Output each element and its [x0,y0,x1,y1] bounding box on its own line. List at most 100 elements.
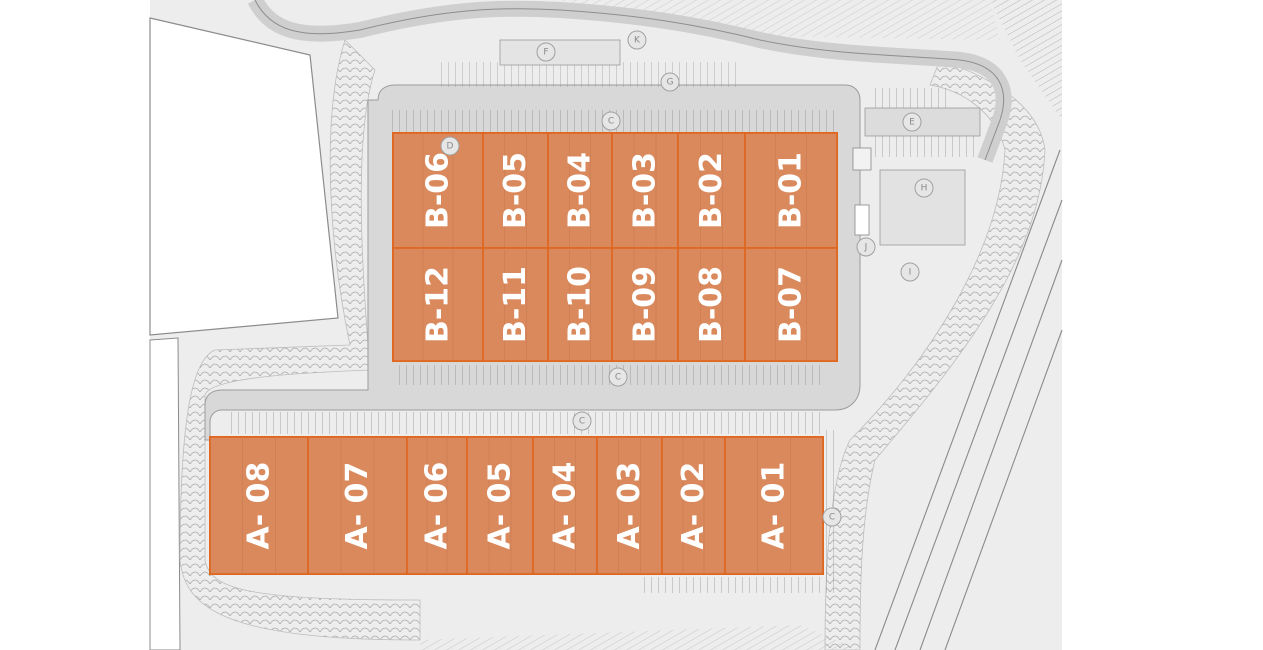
unit-a-08[interactable]: A- 08 [209,436,309,575]
unit-a-03[interactable]: A- 03 [596,436,663,575]
unit-cell[interactable] [744,132,838,249]
embankment-right [824,59,1046,650]
marker-k[interactable]: K [627,30,647,50]
unit-cell[interactable] [596,436,663,575]
unit-b-11[interactable]: B-11 [482,247,549,362]
parking-east-2 [875,135,975,157]
unit-b-05[interactable]: B-05 [482,132,549,249]
marker-circle [608,367,628,387]
unit-a-05[interactable]: A- 05 [466,436,534,575]
empty-lot [149,17,339,336]
terrain-hatch-bottom [420,625,860,650]
unit-b-01[interactable]: B-01 [744,132,838,249]
parking-a-bottom [640,577,840,593]
unit-a-07[interactable]: A- 07 [307,436,408,575]
marker-f[interactable]: F [536,42,556,62]
unit-label: B-07 [774,266,809,343]
marker-label: K [634,36,641,46]
unit-b-10[interactable]: B-10 [547,247,613,362]
marker-label: H [921,184,928,194]
marker-g[interactable]: G [660,72,680,92]
marker-d[interactable]: D [440,136,460,156]
marker-circle [914,178,934,198]
unit-label: A- 08 [242,462,277,550]
marker-circle [440,136,460,156]
marker-circle [822,507,842,527]
unit-b-06[interactable]: B-06 [392,132,484,249]
unit-label: B-09 [628,266,663,343]
unit-cell[interactable] [209,436,309,575]
unit-cell[interactable] [392,247,484,362]
parking-a-top [230,412,820,434]
gatehouse [852,147,872,171]
unit-label: A- 04 [548,462,583,550]
unit-cell[interactable] [547,247,613,362]
highway-lines [874,149,1063,650]
marker-label: J [864,243,868,253]
terrain-hatch-right [990,0,1062,120]
east-lot [864,107,981,137]
unit-cell[interactable] [466,436,534,575]
marker-c[interactable]: C [572,411,592,431]
marker-label: E [909,118,915,128]
unit-label: A- 02 [676,462,711,550]
marker-c[interactable]: C [601,111,621,131]
unit-cell[interactable] [547,132,613,249]
unit-b-12[interactable]: B-12 [392,247,484,362]
unit-label: B-12 [421,266,456,343]
unit-label: A- 07 [340,462,375,550]
unit-label: A- 05 [483,462,518,550]
unit-label: A- 06 [420,462,455,550]
unit-cell[interactable] [677,132,746,249]
marker-h[interactable]: H [914,178,934,198]
marker-e[interactable]: E [902,112,922,132]
lower-left-lot [149,337,181,650]
unit-a-06[interactable]: A- 06 [406,436,468,575]
unit-b-04[interactable]: B-04 [547,132,613,249]
unit-cell[interactable] [392,132,484,249]
marker-label: D [447,142,454,152]
unit-cell[interactable] [744,247,838,362]
unit-a-02[interactable]: A- 02 [661,436,726,575]
map-markers: F K G C E H J I D C C C [440,30,934,527]
marker-label: C [608,117,614,127]
unit-a-01[interactable]: A- 01 [724,436,824,575]
unit-cell[interactable] [661,436,726,575]
marker-i[interactable]: I [900,262,920,282]
marker-label: C [829,513,835,523]
unit-cell[interactable] [611,247,679,362]
marker-circle [627,30,647,50]
terrain-hatch-top [560,0,1000,40]
marker-label: C [579,417,585,427]
unit-cell[interactable] [532,436,598,575]
marker-label: C [615,373,621,383]
marker-c[interactable]: C [608,367,628,387]
building-a-units: A- 08 A- 07 A- 06 A- 05 A- 04 A- 03 A- 02 A- 01 [209,436,824,575]
marker-circle [902,112,922,132]
unit-b-07[interactable]: B-07 [744,247,838,362]
parking-east-1 [875,88,950,108]
unit-cell[interactable] [611,132,679,249]
unit-b-03[interactable]: B-03 [611,132,679,249]
marker-circle [536,42,556,62]
marker-label: F [543,48,548,58]
marker-circle [572,411,592,431]
marker-c[interactable]: C [822,507,842,527]
unit-a-04[interactable]: A- 04 [532,436,598,575]
unit-cell[interactable] [307,436,408,575]
marker-label: I [909,268,912,278]
marker-label: G [667,78,674,88]
unit-b-08[interactable]: B-08 [677,247,746,362]
unit-b-09[interactable]: B-09 [611,247,679,362]
marker-circle [660,72,680,92]
unit-label: B-08 [694,266,729,343]
unit-cell[interactable] [724,436,824,575]
unit-b-02[interactable]: B-02 [677,132,746,249]
marker-j[interactable]: J [856,237,876,257]
north-structure [499,39,621,66]
unit-label: B-03 [628,152,663,229]
marker-circle [856,237,876,257]
unit-cell[interactable] [406,436,468,575]
